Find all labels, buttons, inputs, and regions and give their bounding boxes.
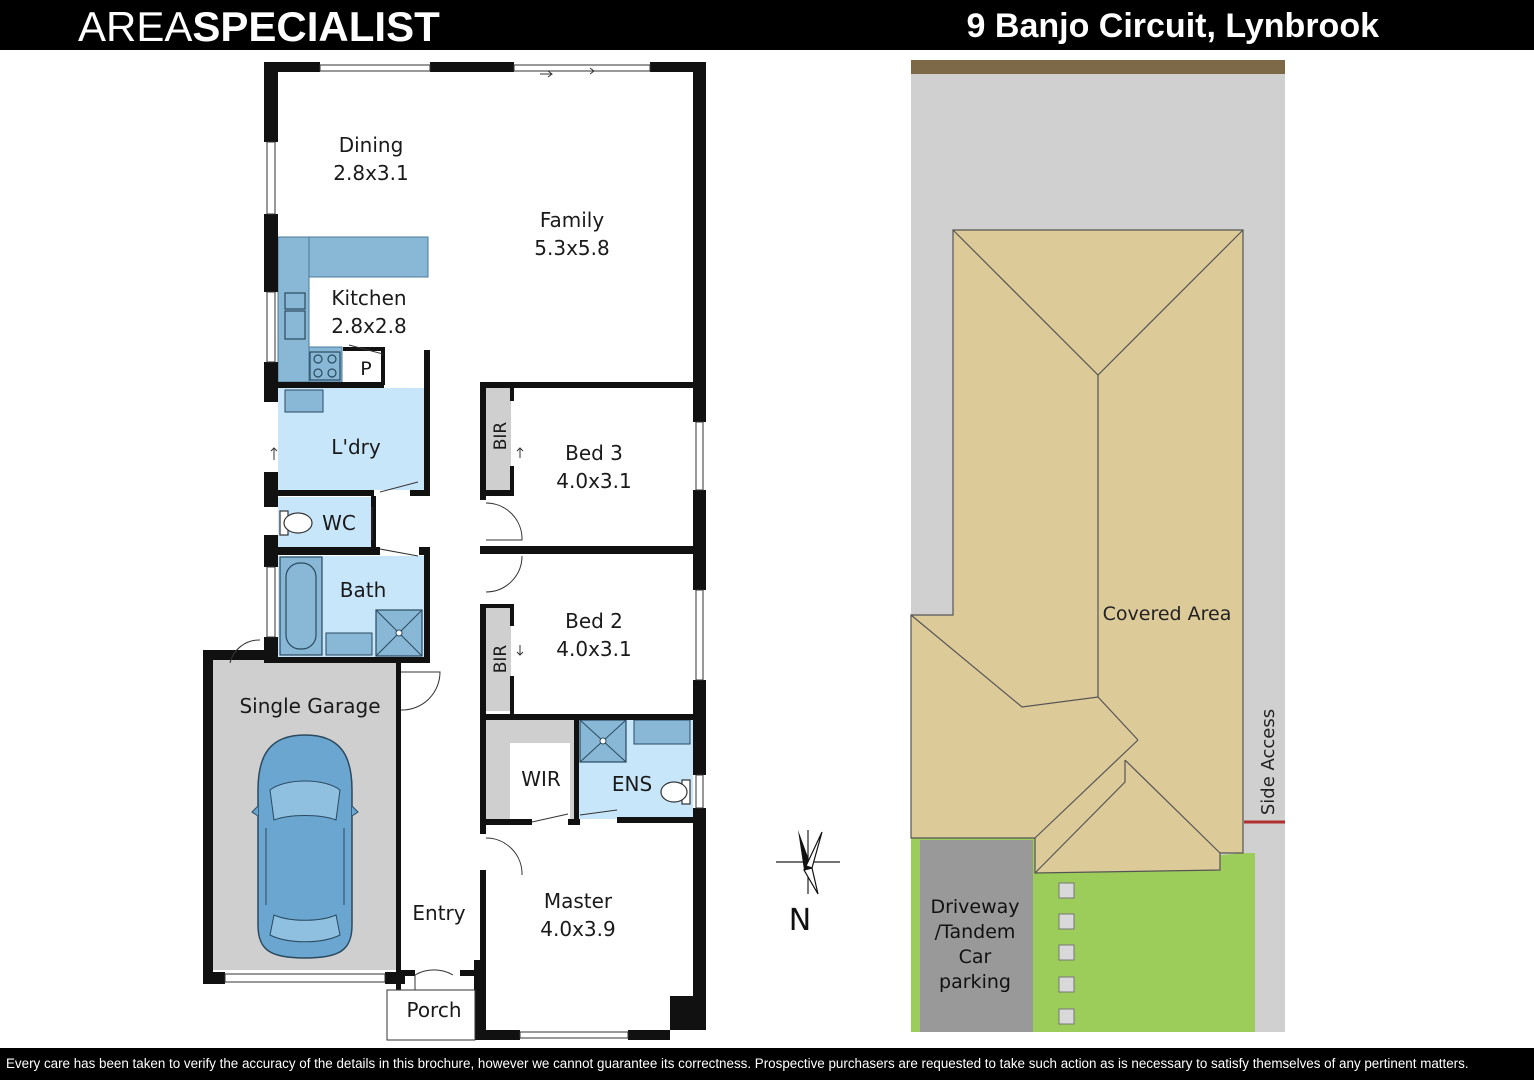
rear-fence [911,60,1285,74]
room-bed2-size: 4.0x3.1 [556,637,631,661]
room-master-name: Master [544,889,613,913]
driveway-label-2: /Tandem [935,921,1016,943]
room-bed3-size: 4.0x3.1 [556,469,631,493]
stepping-stones [1058,882,1075,1025]
room-porch-name: Porch [406,998,461,1022]
brand-logo: AREASPECIALIST [78,4,440,50]
site-plan: Covered Area Side Access Driveway /Tande… [910,60,1285,1032]
room-laundry-name: L'dry [331,435,381,459]
north-compass-icon: N [776,830,840,938]
car-icon [251,734,359,959]
room-garage-name: Single Garage [239,694,380,718]
room-kitchen-size: 2.8x2.8 [331,314,406,338]
compass-north-label: N [789,903,811,938]
ensuite-toilet-icon [660,779,691,805]
sink-icon [284,292,306,340]
room-bath-name: Bath [340,578,387,602]
wc-toilet-icon [279,510,313,536]
room-wir-name: WIR [521,767,561,791]
room-family-size: 5.3x5.8 [534,236,609,260]
room-master-size: 4.0x3.9 [540,917,615,941]
floor-plan: Dining 2.8x3.1 Family 5.3x5.8 Kitchen 2.… [203,62,706,1041]
footer-bar: Every care has been taken to verify the … [0,1048,1534,1080]
bir3-floor [486,387,511,490]
bath-vanity-icon [325,632,373,656]
property-address: 9 Banjo Circuit, Lynbrook [966,7,1379,45]
room-dining-size: 2.8x3.1 [333,161,408,185]
porch-outline [386,989,476,1041]
brand-logo-bold: SPECIALIST [192,3,440,50]
room-ensuite-name: ENS [612,772,652,796]
driveway-label-3: Car [959,946,992,968]
room-family-name: Family [540,208,605,232]
driveway-label-1: Driveway [930,896,1019,918]
room-kitchen-name: Kitchen [331,286,406,310]
roof-main [910,229,1244,874]
door-swings [229,344,618,1010]
driveway-label-4: parking [939,971,1011,993]
room-pantry-name: P [360,358,371,380]
room-bir3-name: BIR [491,422,511,451]
brand-logo-light: AREA [78,3,193,50]
bathtub-icon [279,556,323,656]
cooktop-icon [309,351,341,381]
room-bed2-name: Bed 2 [565,609,623,633]
interior-walls [264,347,705,976]
roof-outline [910,229,1244,874]
side-access-label: Side Access [1258,709,1279,815]
exterior-walls [203,62,706,1040]
wir-floor [486,718,576,819]
bir2-floor [486,606,511,711]
room-dining-name: Dining [339,133,404,157]
sliding-door-arrows [540,67,595,78]
ensuite-shower-icon [579,719,627,763]
bir-slide-arrows [270,447,524,656]
laundry-trough-icon [284,389,324,413]
bath-shower-icon [375,609,423,657]
covered-area-label: Covered Area [1103,603,1232,625]
room-entry-name: Entry [412,901,465,925]
driveway [920,840,1033,1032]
room-bed3-name: Bed 3 [565,441,623,465]
disclaimer-text: Every care has been taken to verify the … [6,1056,1469,1071]
ensuite-vanity-icon [633,719,691,745]
header-bar: AREASPECIALIST 9 Banjo Circuit, Lynbrook [0,0,1534,50]
room-bir2-name: BIR [491,645,511,674]
room-wc-name: WC [322,511,356,535]
